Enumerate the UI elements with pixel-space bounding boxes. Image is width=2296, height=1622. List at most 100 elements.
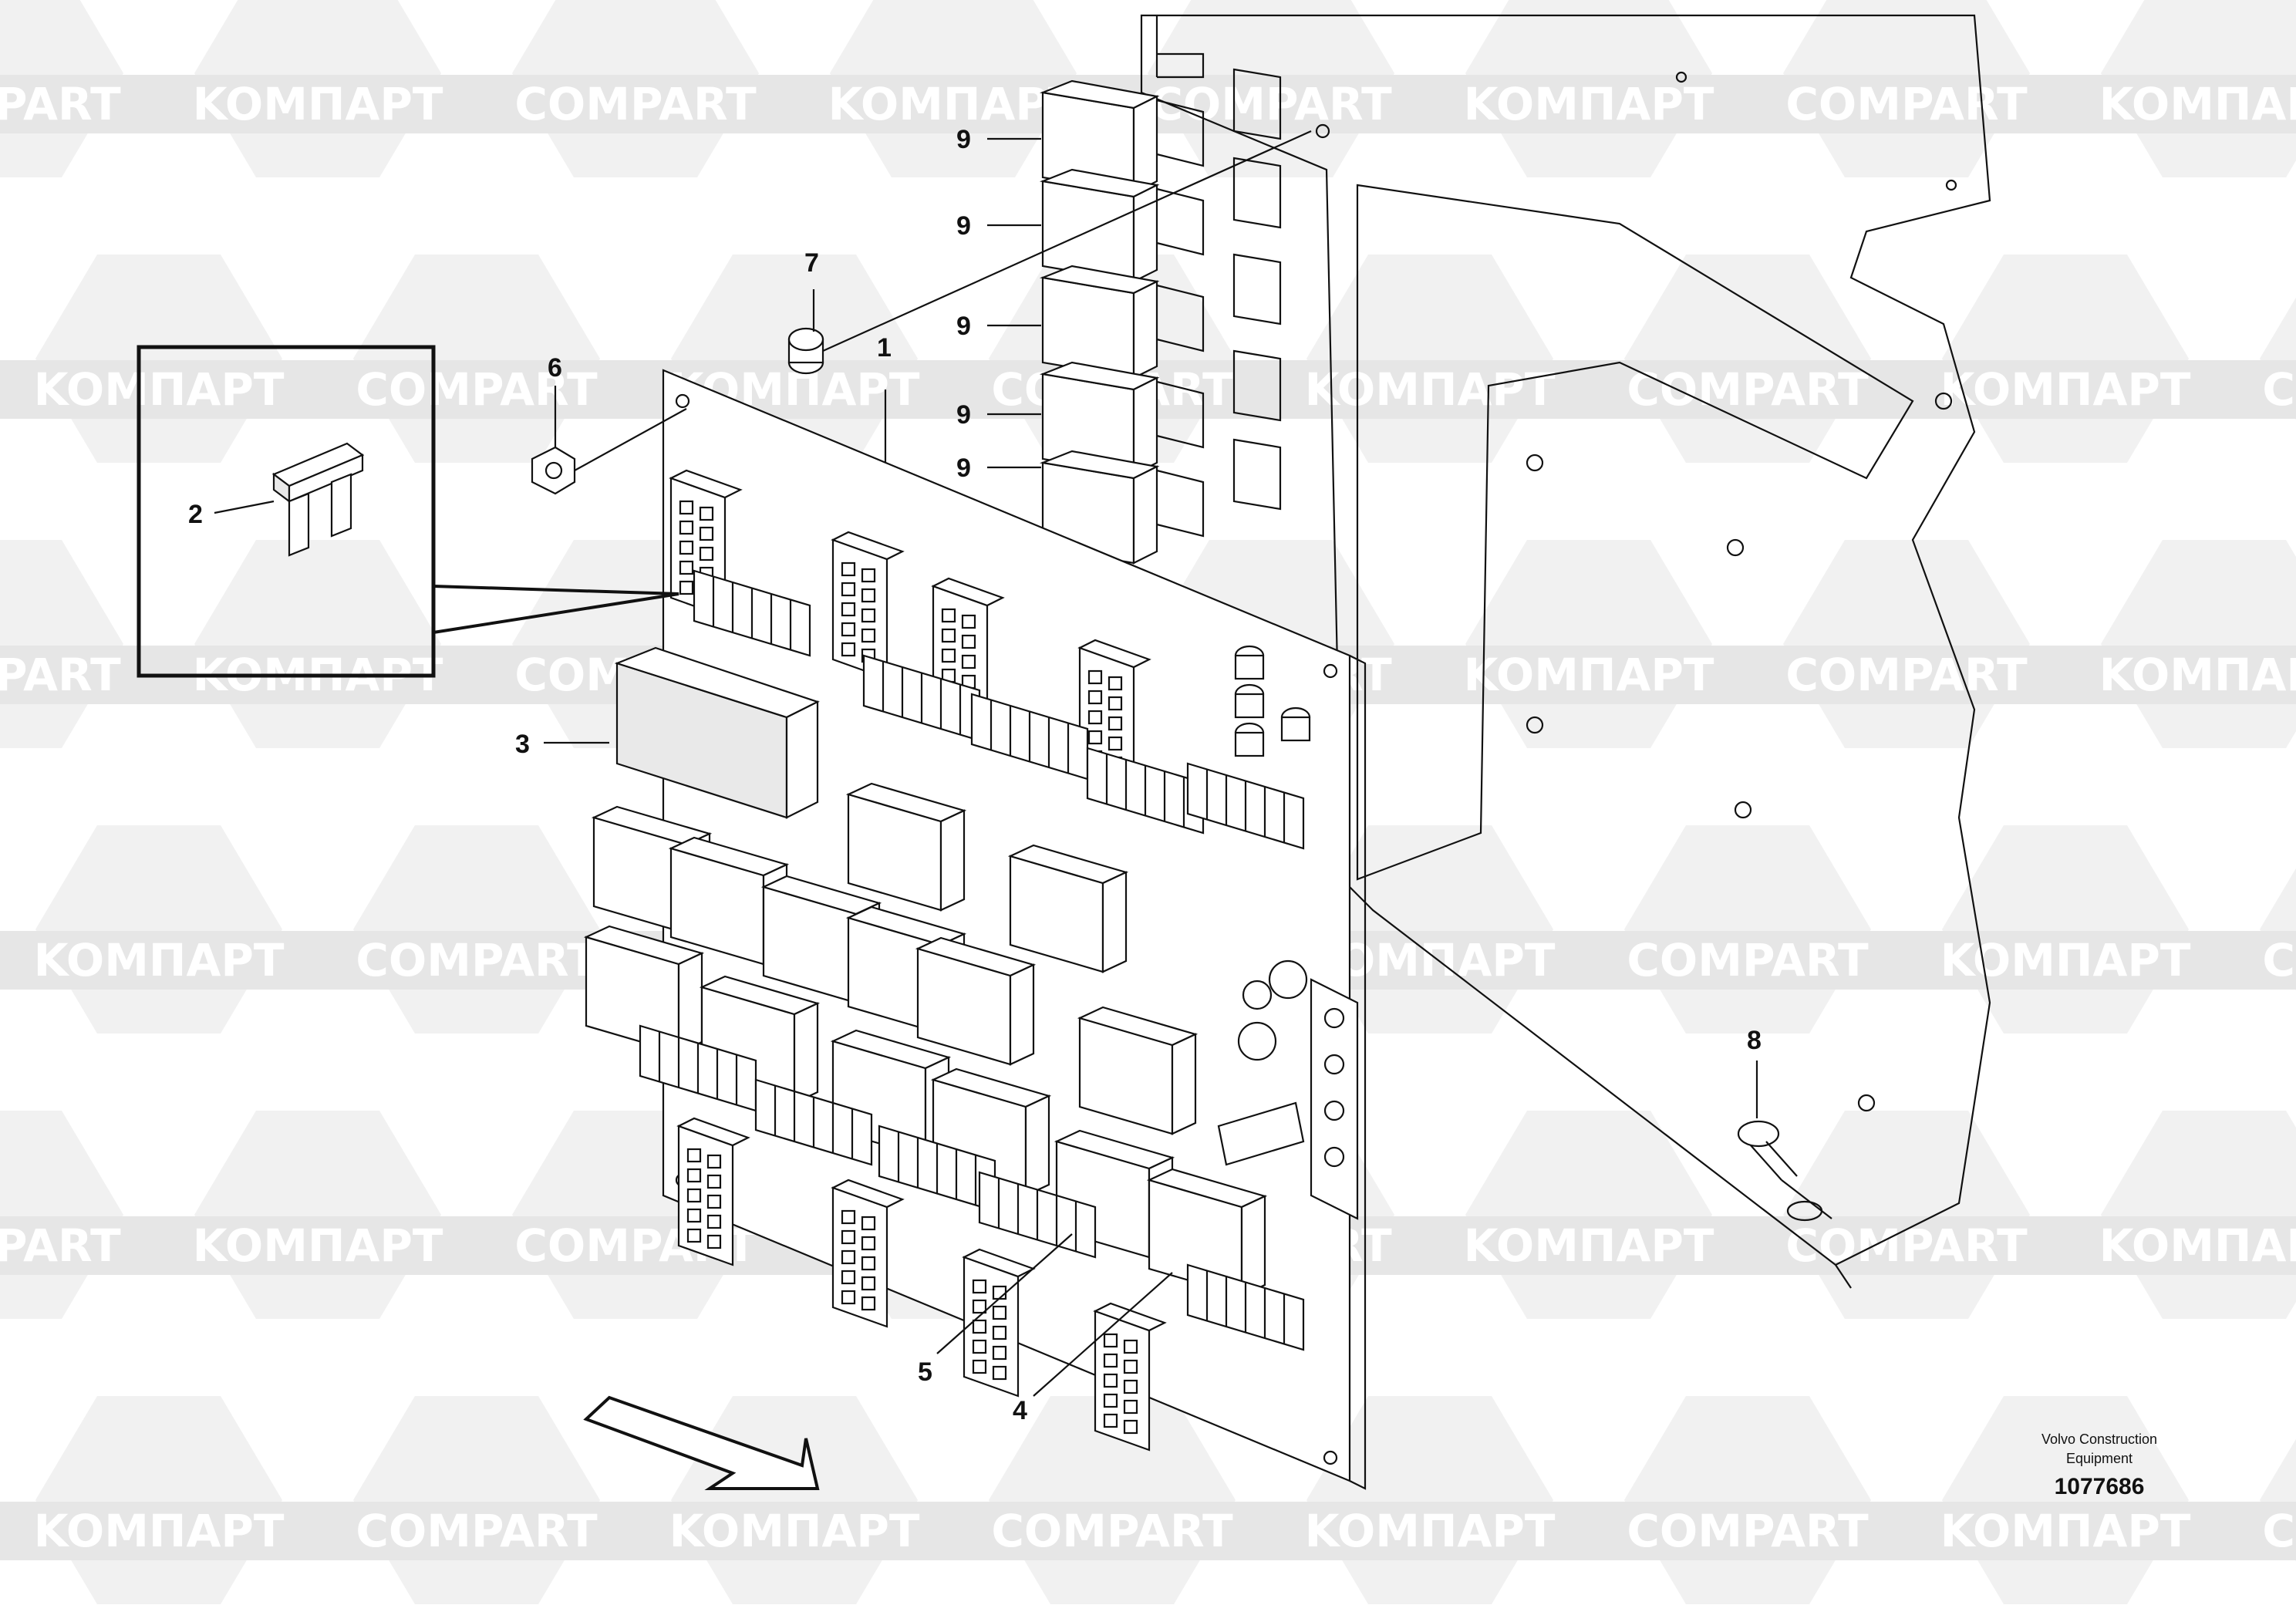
direction-arrow	[583, 1395, 820, 1490]
watermark-tile: KOMПAPT	[2055, 540, 2296, 748]
watermark-text: COMPART	[1627, 934, 1869, 986]
board-relay	[1077, 1006, 1199, 1135]
watermark-tile: COMPART	[942, 1396, 1282, 1604]
watermark-text: KOMПAPT	[193, 1219, 443, 1272]
board-components	[583, 469, 1305, 1452]
board-relay	[915, 936, 1037, 1066]
watermark-tile: KOMПAPT	[1260, 1396, 1600, 1604]
watermark-text: COMPART	[1785, 649, 2028, 701]
watermark-text: KOMПAPT	[1305, 363, 1556, 416]
watermark-tile: KOMПAPT	[1896, 255, 2235, 463]
watermark-tile: COMPART	[1737, 540, 2076, 748]
callout-3: 3	[515, 730, 530, 759]
brand-line-1: Volvo Construction	[2041, 1431, 2157, 1447]
side-bracket	[1217, 959, 1359, 1220]
watermark-tile: KOMПAPT	[1419, 0, 1758, 177]
callout-9-e: 9	[956, 454, 971, 483]
leader-lines	[214, 137, 1758, 1397]
fuse-block	[1086, 747, 1205, 835]
watermark-text: KOMПAPT	[34, 363, 285, 416]
watermark-text: COMPART	[1785, 78, 2028, 130]
watermark-text: KOMПAPT	[828, 78, 1079, 130]
callout-8: 8	[1747, 1026, 1762, 1055]
fuse-block	[1186, 762, 1305, 850]
watermark-tile: KOMПAPT	[2055, 1111, 2296, 1319]
multi-pin-connector	[831, 1179, 905, 1328]
watermark-text: KOMПAPT	[669, 1505, 920, 1557]
watermark-tile: COMPART	[0, 1111, 170, 1319]
watermark-text: COMPART	[2262, 363, 2296, 416]
watermark-text: COMPART	[0, 1219, 121, 1272]
callout-2: 2	[188, 500, 203, 529]
watermark-text: COMPART	[356, 1505, 598, 1557]
watermark-text: COMPART	[2262, 1505, 2296, 1557]
watermark-tile: COMPART	[1578, 1396, 1917, 1604]
watermark-tile: COMPART	[2213, 1438, 2296, 1562]
callout-6: 6	[548, 353, 562, 383]
multi-pin-connector	[831, 531, 905, 680]
watermark-tile: COMPART	[1737, 1111, 2076, 1319]
watermark-tile: KOMПAPT	[1896, 1396, 2235, 1604]
multi-pin-connector	[676, 1117, 750, 1266]
callout-7: 7	[804, 248, 819, 278]
screw	[1737, 1120, 1798, 1181]
watermark-tile: KOMПAPT	[0, 255, 329, 463]
watermark-tile: KOMПAPT	[148, 0, 487, 177]
document-number: 1077686	[2055, 1474, 2145, 1499]
watermark-text: COMPART	[1627, 363, 1869, 416]
watermark-text: KOMПAPT	[193, 78, 443, 130]
watermark-text: COMPART	[0, 78, 121, 130]
fuse-block	[978, 1171, 1097, 1259]
watermark-text: COMPART	[1627, 1505, 1869, 1557]
callout-1: 1	[877, 333, 892, 363]
watermark-tile: COMPART	[1578, 825, 1917, 1034]
watermark-tile: KOMПAPT	[1419, 1111, 1758, 1319]
watermark-tile: KOMПAPT	[0, 1396, 329, 1604]
fuse-block	[1186, 1263, 1305, 1351]
callout-9-d: 9	[956, 400, 971, 430]
watermark-text: KOMПAPT	[2099, 1219, 2296, 1272]
watermark-text: COMPART	[1150, 78, 1392, 130]
multi-pin-connector	[1093, 1302, 1167, 1452]
watermark-tile: KOMПAPT	[148, 1111, 487, 1319]
watermark-tile: KOMПAPT	[1419, 540, 1758, 748]
watermark-tile: COMPART	[0, 540, 170, 748]
rear-relay	[1039, 349, 1282, 476]
watermark-text: COMPART	[514, 78, 757, 130]
watermark-text: KOMПAPT	[1940, 363, 2191, 416]
callout-9-c: 9	[956, 312, 971, 341]
watermark-tile: KOMПAPT	[148, 540, 487, 748]
watermark-text: KOMПAPT	[1940, 1505, 2191, 1557]
watermark-tile: COMPART	[466, 0, 805, 177]
rear-relay	[1039, 68, 1282, 194]
watermark-tile: COMPART	[307, 1396, 646, 1604]
fuse-inset	[137, 345, 679, 678]
watermark-tile: COMPART	[2213, 297, 2296, 420]
brand-line-2: Equipment	[2066, 1451, 2132, 1466]
callouts: 9 9 9 9 9 1 7 6 2 3 5 4 8	[188, 125, 1762, 1425]
watermark-text: KOMПAPT	[1940, 934, 2191, 986]
watermark-text: KOMПAPT	[1464, 649, 1714, 701]
watermark-text: COMPART	[991, 1505, 1233, 1557]
watermark-tile: COMPART	[1101, 0, 1441, 177]
footer: Volvo Construction Equipment 1077686	[2041, 1431, 2157, 1499]
watermark-text: COMPART	[0, 649, 121, 701]
callout-4: 4	[1013, 1396, 1027, 1425]
watermark-text: COMPART	[2262, 934, 2296, 986]
capacitors	[1234, 645, 1311, 757]
board-relay	[1146, 1168, 1268, 1297]
callout-5: 5	[918, 1357, 932, 1387]
watermark-tile: KOMПAPT	[1260, 255, 1600, 463]
watermark-tile: KOMПAPT	[2055, 0, 2296, 177]
watermark-text: KOMПAPT	[2099, 78, 2296, 130]
large-module	[614, 646, 820, 819]
watermark-tile: COMPART	[307, 255, 646, 463]
watermark-tile: COMPART	[0, 0, 170, 177]
watermark-text: KOMПAPT	[2099, 649, 2296, 701]
watermark-tile: COMPART	[2213, 868, 2296, 991]
watermark-tile: KOMПAPT	[0, 825, 329, 1034]
watermark-text: COMPART	[356, 363, 598, 416]
callout-9-b: 9	[956, 211, 971, 241]
assembly-lines	[574, 123, 1832, 1219]
